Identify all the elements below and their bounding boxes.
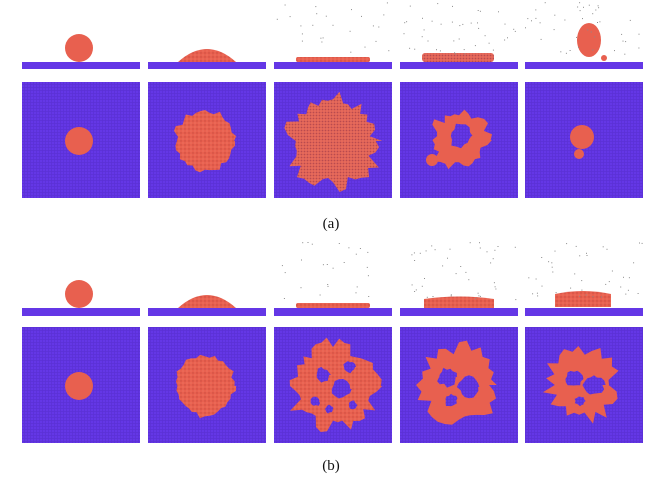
hole — [348, 400, 358, 410]
hole — [445, 393, 458, 407]
spreading-droplet-top — [174, 110, 237, 173]
vapor-particles — [281, 242, 370, 299]
hole — [582, 375, 606, 395]
panel-b-4 — [400, 242, 518, 443]
film-side — [422, 53, 494, 62]
substrate-side-view — [400, 62, 518, 69]
hole — [574, 396, 586, 407]
film-side — [555, 291, 611, 307]
substrate-side-view — [274, 62, 392, 69]
substrate-side-view — [22, 308, 140, 316]
panel-b-1 — [22, 280, 140, 443]
figure-row-a — [22, 2, 643, 198]
satellite-droplet-side — [601, 55, 607, 61]
droplet-top — [570, 125, 594, 149]
hole — [331, 379, 352, 399]
droplet-side — [65, 34, 93, 62]
panel-b-3 — [274, 242, 392, 443]
broken-film-top — [416, 340, 497, 425]
spreading-droplet-side — [178, 49, 236, 62]
hole — [325, 404, 334, 414]
vapor-particles — [403, 3, 516, 55]
vapor-particles — [525, 2, 640, 55]
droplet-top — [65, 127, 93, 155]
panel-a-4 — [400, 3, 518, 198]
panel-b-5 — [525, 242, 643, 443]
panel-a-1 — [22, 34, 140, 198]
hole — [310, 396, 320, 406]
substrate-side-view — [525, 308, 643, 316]
vapor-particles — [528, 242, 643, 298]
hole — [437, 367, 457, 388]
film-side — [296, 303, 370, 308]
substrate-side-view — [148, 308, 266, 316]
broken-film-top — [542, 346, 619, 424]
figure-row-b — [22, 242, 643, 443]
vapor-particles — [276, 2, 390, 53]
droplet-top — [65, 372, 93, 400]
hole — [316, 366, 331, 383]
hole — [450, 123, 473, 149]
satellite-droplet-top — [574, 149, 584, 159]
panel-b-2 — [148, 295, 266, 443]
substrate-side-view — [148, 62, 266, 69]
substrate-side-view — [274, 308, 392, 316]
film-top — [284, 91, 383, 192]
panel-a-3 — [274, 2, 392, 198]
vapor-particles — [411, 242, 517, 301]
hole — [343, 361, 357, 374]
film-side — [296, 57, 370, 62]
panel-a-2 — [148, 49, 266, 198]
spreading-droplet-side — [178, 295, 236, 308]
substrate-side-view — [525, 62, 643, 69]
substrate-side-view — [22, 62, 140, 69]
caption-row-a: (a) — [322, 216, 340, 232]
fragment — [426, 154, 438, 166]
rebound-droplet-side — [577, 23, 601, 57]
hole — [565, 370, 584, 386]
hole — [456, 375, 480, 399]
spreading-droplet-top — [175, 354, 237, 419]
caption-row-b: (b) — [322, 458, 340, 474]
panel-a-5 — [525, 2, 643, 198]
film-side — [424, 296, 494, 308]
substrate-side-view — [400, 308, 518, 316]
droplet-side — [65, 280, 93, 308]
